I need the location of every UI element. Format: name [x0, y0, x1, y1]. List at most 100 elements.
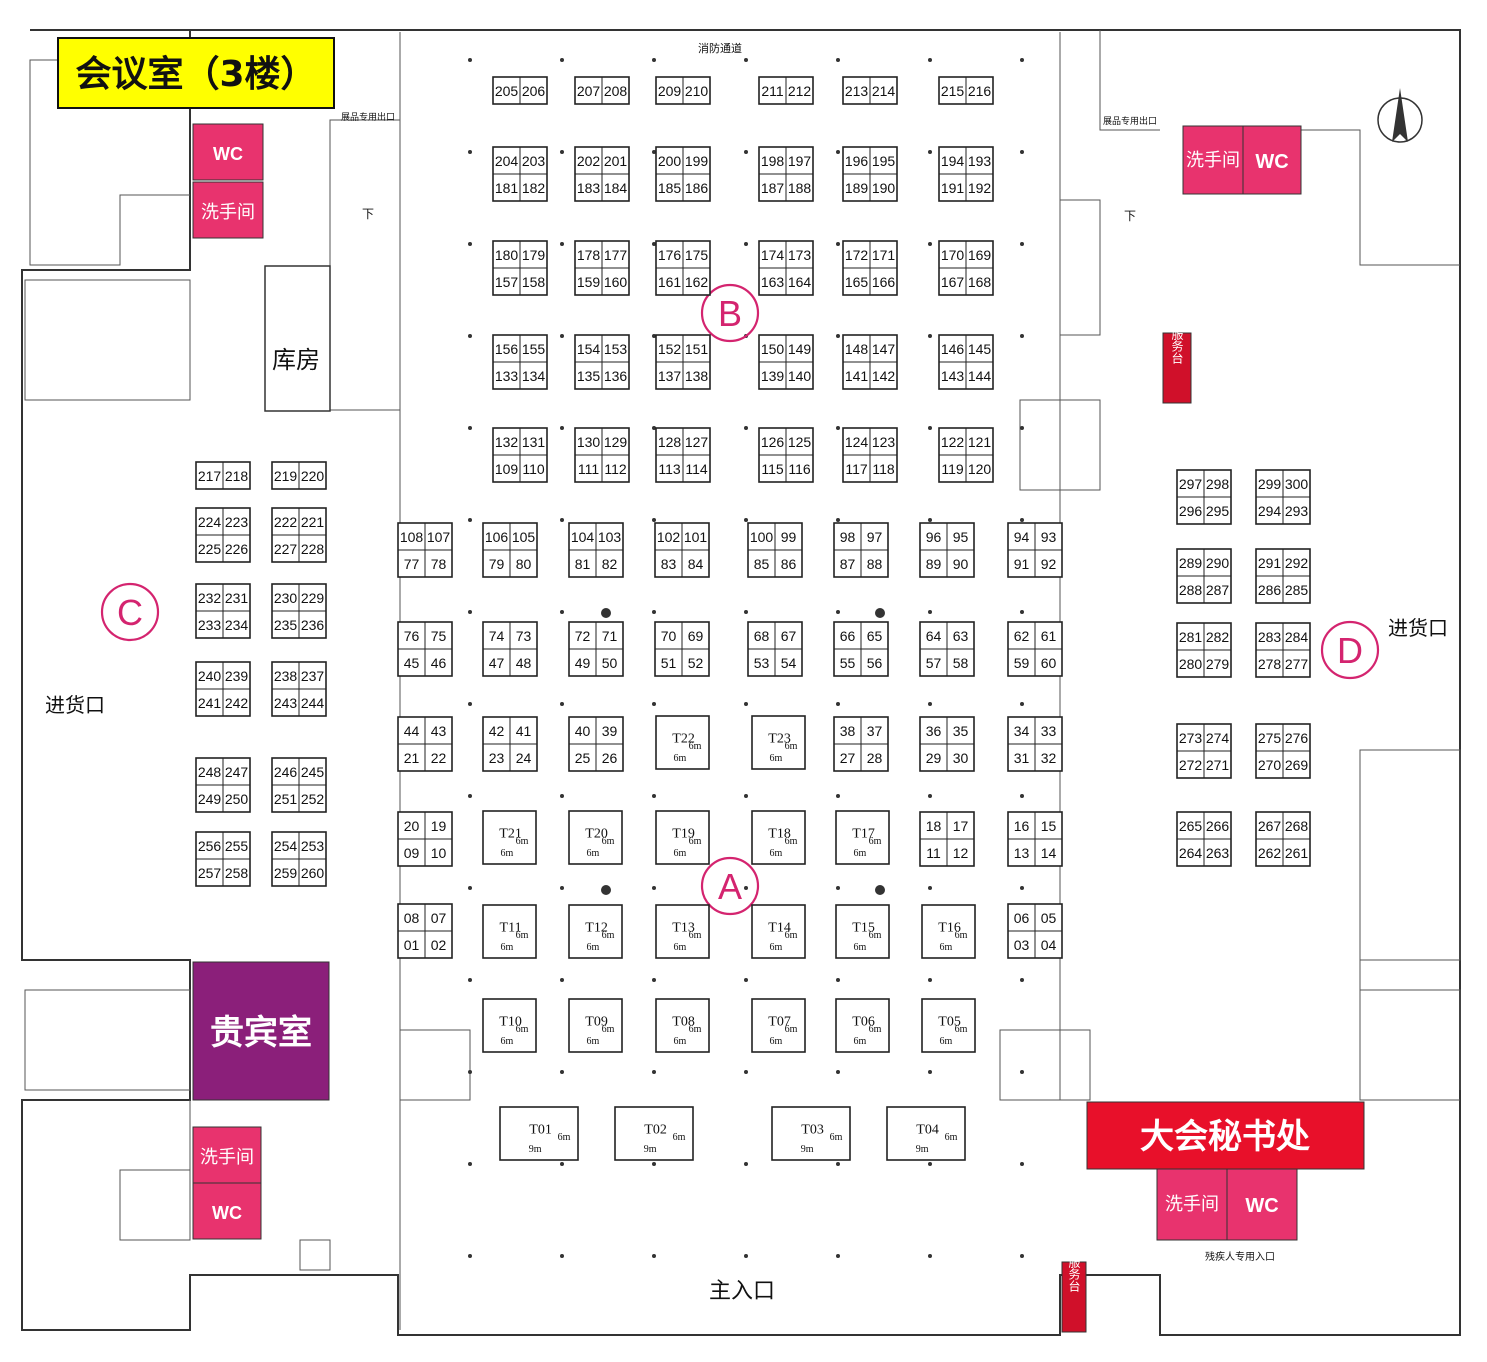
booth-number: 174	[761, 247, 785, 263]
booth-number: 14	[1041, 845, 1057, 861]
pillar	[652, 518, 656, 522]
pillar	[652, 334, 656, 338]
booth-number: 84	[688, 556, 704, 572]
booth-number: 144	[968, 368, 992, 384]
booth-number: 266	[1206, 818, 1230, 834]
booth-number: 121	[968, 434, 992, 450]
pillar	[744, 886, 748, 890]
booth-number: 69	[688, 628, 704, 644]
booth-number: 262	[1258, 845, 1282, 861]
booth-number: 16	[1014, 818, 1030, 834]
pillar	[928, 1254, 932, 1258]
pillar	[836, 1162, 840, 1166]
booth-number: 297	[1179, 476, 1203, 492]
booth-number: 83	[661, 556, 677, 572]
booth-number: 263	[1206, 845, 1230, 861]
booth-number: 51	[661, 655, 677, 671]
booth-width: 6m	[785, 1024, 798, 1035]
booth-number: 21	[404, 750, 420, 766]
pillar	[468, 518, 472, 522]
pillar	[836, 978, 840, 982]
column	[601, 608, 611, 618]
booth-number: 167	[941, 274, 965, 290]
booth-number: 49	[575, 655, 591, 671]
svg-text:C: C	[117, 592, 143, 633]
booth-number: 156	[495, 341, 519, 357]
booth-number: 290	[1206, 555, 1230, 571]
page-title: 会议室（3楼）	[75, 54, 316, 95]
pillars	[468, 58, 1024, 1258]
booth-number: 113	[658, 461, 681, 477]
column	[875, 608, 885, 618]
booth-number: 28	[867, 750, 883, 766]
booth-number: 250	[225, 791, 249, 807]
booth-number: 257	[198, 865, 222, 881]
vip-room-area	[192, 961, 330, 1101]
booth-number: 18	[926, 818, 942, 834]
booth-number: 229	[301, 590, 325, 606]
booth-label: T22	[672, 732, 695, 747]
booth-number: 226	[225, 541, 249, 557]
booth-number: 65	[867, 628, 883, 644]
booth-number: 291	[1258, 555, 1282, 571]
booth-number: 235	[274, 617, 298, 633]
pillar	[928, 794, 932, 798]
booth-number: 187	[761, 180, 785, 196]
booth-number: 98	[840, 529, 856, 545]
booth-number: 122	[941, 434, 965, 450]
booth-width: 6m	[516, 1024, 529, 1035]
booth-number: 78	[431, 556, 447, 572]
booth-number: 189	[845, 180, 869, 196]
booth-number: 43	[431, 723, 447, 739]
booth-number: 218	[225, 468, 249, 484]
booth-label: T10	[499, 1015, 522, 1030]
booth-number: 20	[404, 818, 420, 834]
booth-number: 259	[274, 865, 298, 881]
booth-number: 270	[1258, 757, 1282, 773]
booth-number: 171	[872, 247, 896, 263]
booth-number: 157	[495, 274, 519, 290]
booth-number: 287	[1206, 582, 1230, 598]
booth-number: 54	[781, 655, 797, 671]
down-right: 下	[1124, 209, 1136, 223]
booth-number: 249	[198, 791, 222, 807]
booth-number: 222	[274, 514, 298, 530]
booth-number: 294	[1258, 503, 1282, 519]
booth-label: T05	[938, 1015, 961, 1030]
pillar	[928, 886, 932, 890]
booth-label: T13	[672, 921, 695, 936]
pillar	[744, 150, 748, 154]
washroom-top-left: 洗手间	[201, 202, 255, 223]
pillar	[744, 1070, 748, 1074]
booth-number: 300	[1285, 476, 1309, 492]
booth-number: 106	[485, 529, 509, 545]
booth-number: 248	[198, 764, 222, 780]
booth-number: 132	[495, 434, 519, 450]
booth-number: 35	[953, 723, 969, 739]
booth-number: 133	[495, 368, 519, 384]
pillar	[652, 1070, 656, 1074]
pillar	[560, 518, 564, 522]
booth-number: 149	[788, 341, 812, 357]
